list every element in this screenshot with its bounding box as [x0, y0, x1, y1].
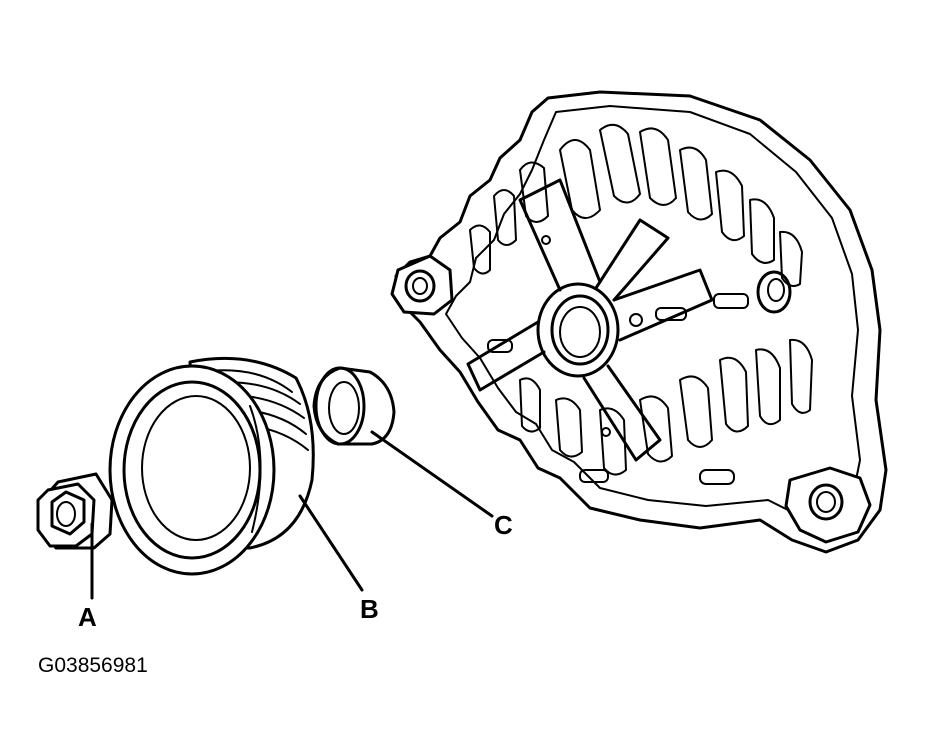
label-c: C [494, 510, 513, 540]
pulley-nut [36, 472, 114, 550]
figure-id: G03856981 [38, 654, 148, 677]
spacer-collar [312, 366, 396, 446]
bearing-bore [536, 282, 620, 378]
label-a: A [78, 602, 97, 632]
mounting-ear-right [784, 466, 872, 544]
mounting-ear-left [390, 254, 454, 316]
housing-spokes [466, 178, 714, 462]
mounting-boss-upper [756, 270, 792, 314]
alternator-housing [390, 90, 888, 554]
label-b: B [360, 594, 379, 624]
vent-slots [469, 123, 813, 485]
pulley [108, 356, 315, 576]
leader-lines [90, 430, 494, 600]
